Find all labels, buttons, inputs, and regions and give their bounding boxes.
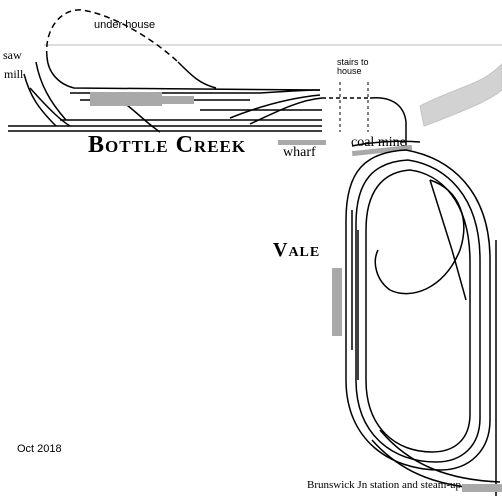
stairs-label-line2: house bbox=[337, 66, 362, 76]
saw-mill-siding bbox=[23, 73, 57, 127]
brunswick-track bbox=[379, 429, 501, 483]
vale-platform bbox=[332, 268, 342, 336]
yard-turnout bbox=[249, 97, 323, 125]
diagonal-track bbox=[429, 179, 467, 301]
stairs-label-line1: stairs to bbox=[337, 57, 369, 67]
loop-outer-track bbox=[345, 149, 491, 471]
platform bbox=[162, 96, 194, 104]
yard-track bbox=[70, 89, 321, 94]
under-house-track bbox=[46, 56, 321, 91]
vale-label: Vale bbox=[273, 239, 321, 261]
coal-mine-siding bbox=[351, 140, 421, 147]
mill-label: mill bbox=[4, 67, 24, 81]
under-house-dashed-track bbox=[46, 9, 179, 63]
stairs-label: stairs to house bbox=[337, 58, 369, 76]
main-line bbox=[369, 96, 407, 150]
vale-siding bbox=[351, 210, 359, 380]
inner-oval-track bbox=[374, 179, 465, 295]
bottle-creek-label: Bottle Creek bbox=[88, 132, 247, 158]
coal-mine-platform bbox=[351, 144, 413, 157]
saw-label: saw bbox=[3, 48, 22, 62]
stairs-marker bbox=[339, 82, 369, 132]
yard-turnout bbox=[229, 94, 321, 119]
loop-innermost-track bbox=[365, 169, 471, 453]
brunswick-label: Brunswick Jn station and steam-up bbox=[307, 479, 461, 491]
wharf-platform bbox=[278, 140, 326, 145]
date-label: Oct 2018 bbox=[17, 443, 62, 455]
yard-turnout bbox=[29, 87, 71, 127]
wharf-label: wharf bbox=[283, 145, 316, 160]
under-house-label: under house bbox=[94, 19, 156, 31]
saw-mill-siding bbox=[35, 61, 67, 121]
rock-outcrop bbox=[419, 63, 502, 127]
loop-inner-track bbox=[355, 159, 481, 463]
platform bbox=[90, 92, 162, 106]
brunswick-platform bbox=[462, 484, 502, 492]
coal-mine-label: coal mine bbox=[351, 135, 406, 150]
